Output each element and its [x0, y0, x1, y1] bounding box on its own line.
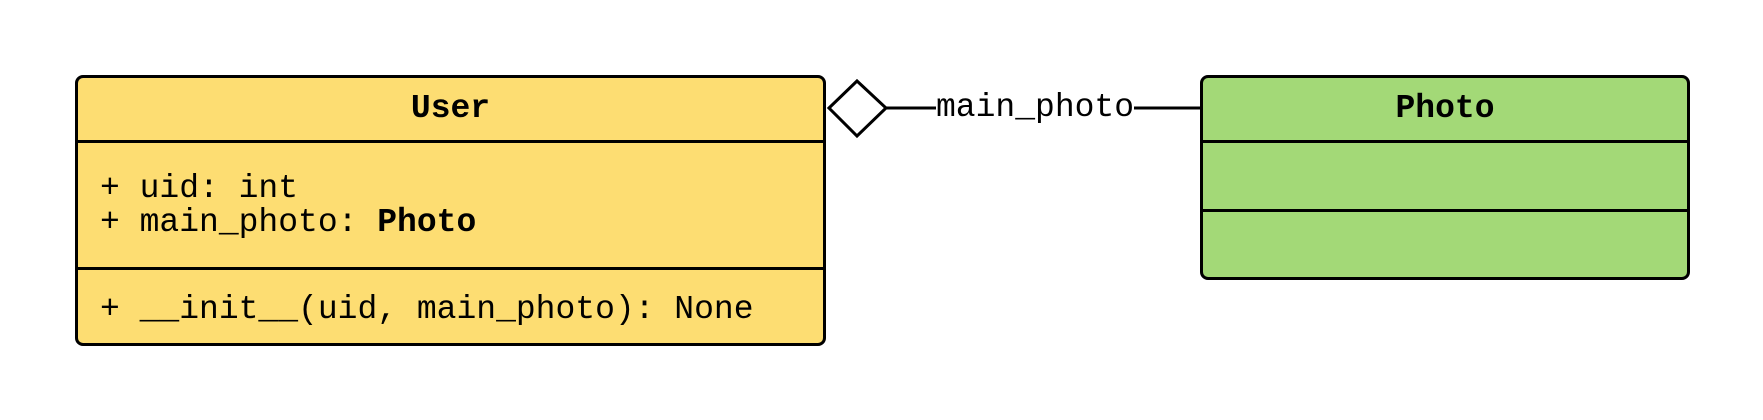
- attribute-main-photo-type: Photo: [377, 204, 477, 241]
- attribute-uid: + uid: int: [100, 170, 299, 207]
- attribute-main-photo: + main_photo: Photo: [100, 204, 476, 241]
- class-user[interactable]: User + uid: int + main_photo: Photo + __…: [75, 75, 826, 346]
- divider: [1203, 209, 1687, 212]
- method-init: + __init__(uid, main_photo): None: [100, 291, 754, 328]
- divider: [78, 140, 823, 143]
- divider: [1203, 140, 1687, 143]
- attribute-main-photo-name: + main_photo:: [100, 204, 378, 241]
- class-photo-title: Photo: [1395, 90, 1495, 127]
- class-photo[interactable]: Photo: [1200, 75, 1690, 280]
- relation-label: main_photo: [936, 89, 1135, 126]
- divider: [78, 267, 823, 270]
- class-user-title: User: [410, 90, 491, 127]
- aggregation-diamond-icon: [826, 78, 889, 139]
